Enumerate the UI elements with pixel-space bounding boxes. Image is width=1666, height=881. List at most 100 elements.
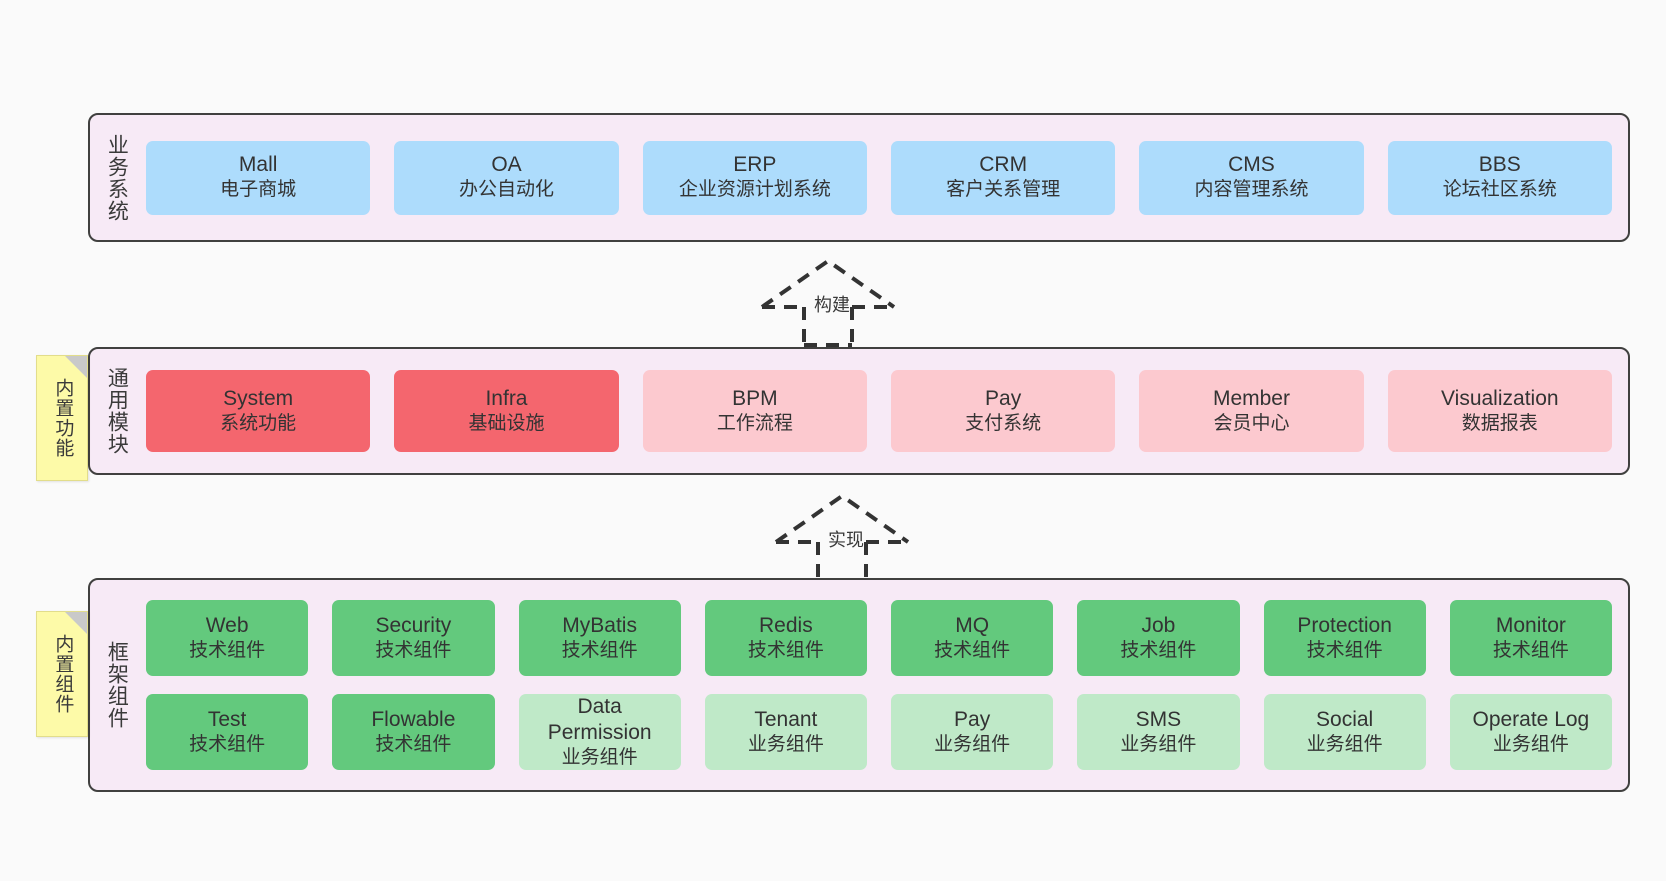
layer-framework-component[interactable]: 框架组件 Web 技术组件 Security 技术组件 MyBatis 技术组件… <box>88 578 1630 792</box>
module-box-infra-desc: 基础设施 <box>468 412 545 434</box>
module-box-member[interactable]: Member 会员中心 <box>1139 370 1364 452</box>
business-box-crm-desc: 客户关系管理 <box>946 179 1061 201</box>
module-box-pay-name: Pay <box>985 386 1022 410</box>
module-box-system-desc: 系统功能 <box>220 412 297 434</box>
layer-common-module-label: 通用模块 <box>105 367 129 455</box>
component-box-flowable-desc: 技术组件 <box>375 733 452 755</box>
business-box-erp[interactable]: ERP 企业资源计划系统 <box>642 140 867 215</box>
component-box-social[interactable]: Social 业务组件 <box>1263 694 1426 770</box>
component-box-mq-desc: 技术组件 <box>934 639 1011 661</box>
component-box-protection-desc: 技术组件 <box>1306 639 1383 661</box>
module-box-bpm-desc: 工作流程 <box>716 412 793 434</box>
layer-common-module-body: System 系统功能 Infra 基础设施 BPM 工作流程 Pay 支付系统… <box>142 349 1628 473</box>
component-box-test[interactable]: Test 技术组件 <box>146 694 309 770</box>
business-box-cms[interactable]: CMS 内容管理系统 <box>1139 140 1364 215</box>
component-box-redis-desc: 技术组件 <box>747 639 824 661</box>
business-box-mall-desc: 电子商城 <box>220 179 297 201</box>
note-fold-icon <box>65 612 87 634</box>
component-box-monitor-name: Monitor <box>1495 613 1566 637</box>
module-box-system-name: System <box>223 386 294 410</box>
component-box-test-name: Test <box>207 707 247 731</box>
business-box-cms-desc: 内容管理系统 <box>1194 179 1309 201</box>
component-box-flowable[interactable]: Flowable 技术组件 <box>332 694 495 770</box>
business-box-erp-name: ERP <box>733 153 777 177</box>
component-box-security-name: Security <box>375 613 452 637</box>
component-box-monitor[interactable]: Monitor 技术组件 <box>1449 600 1612 676</box>
component-box-operate-log-desc: 业务组件 <box>1492 733 1569 755</box>
business-box-oa-name: OA <box>491 153 522 177</box>
module-box-pay-desc: 支付系统 <box>965 412 1042 434</box>
component-box-redis[interactable]: Redis 技术组件 <box>704 600 867 676</box>
component-box-job[interactable]: Job 技术组件 <box>1077 600 1240 676</box>
module-box-bpm-name: BPM <box>732 386 778 410</box>
business-box-oa[interactable]: OA 办公自动化 <box>394 140 619 215</box>
module-box-system[interactable]: System 系统功能 <box>146 370 371 452</box>
module-box-visualization[interactable]: Visualization 数据报表 <box>1387 370 1612 452</box>
business-box-crm[interactable]: CRM 客户关系管理 <box>890 140 1116 215</box>
component-box-tenant[interactable]: Tenant 业务组件 <box>704 694 867 770</box>
component-box-protection-name: Protection <box>1297 613 1392 637</box>
business-box-mall-name: Mall <box>238 153 278 177</box>
component-box-pay[interactable]: Pay 业务组件 <box>891 694 1054 770</box>
component-box-mybatis-desc: 技术组件 <box>561 639 638 661</box>
layer-common-module[interactable]: 通用模块 System 系统功能 Infra 基础设施 BPM 工作流程 Pay… <box>88 347 1630 475</box>
component-box-job-desc: 技术组件 <box>1120 639 1197 661</box>
relation-implement: 实现 <box>770 490 940 582</box>
component-box-social-name: Social <box>1316 707 1374 731</box>
component-box-tenant-name: Tenant <box>754 707 818 731</box>
business-box-oa-desc: 办公自动化 <box>458 179 554 201</box>
component-box-monitor-desc: 技术组件 <box>1492 639 1569 661</box>
component-box-security[interactable]: Security 技术组件 <box>332 600 495 676</box>
layer-framework-component-body: Web 技术组件 Security 技术组件 MyBatis 技术组件 Redi… <box>142 580 1628 790</box>
component-box-operate-log-name: Operate Log <box>1472 707 1590 731</box>
note-builtin-component-label: 内置组件 <box>52 634 74 714</box>
business-box-bbs-name: BBS <box>1478 153 1521 177</box>
component-box-protection[interactable]: Protection 技术组件 <box>1263 600 1426 676</box>
implement-arrowhead-icon <box>774 493 910 544</box>
module-box-member-desc: 会员中心 <box>1213 412 1290 434</box>
component-box-redis-name: Redis <box>759 613 813 637</box>
business-box-cms-name: CMS <box>1228 153 1275 177</box>
module-box-bpm[interactable]: BPM 工作流程 <box>642 370 867 452</box>
business-box-crm-name: CRM <box>979 153 1028 177</box>
framework-component-row-tech: Web 技术组件 Security 技术组件 MyBatis 技术组件 Redi… <box>146 600 1612 676</box>
component-box-test-desc: 技术组件 <box>189 733 266 755</box>
business-box-mall[interactable]: Mall 电子商城 <box>146 140 371 215</box>
module-box-infra[interactable]: Infra 基础设施 <box>394 370 619 452</box>
business-box-bbs-desc: 论坛社区系统 <box>1442 179 1557 201</box>
component-box-web[interactable]: Web 技术组件 <box>146 600 309 676</box>
module-box-member-name: Member <box>1212 386 1290 410</box>
component-box-flowable-name: Flowable <box>371 707 456 731</box>
relation-build-label: 构建 <box>814 295 850 315</box>
component-box-security-desc: 技术组件 <box>375 639 452 661</box>
component-box-data-permission-name: Data Permission <box>547 694 652 744</box>
layer-framework-component-label: 框架组件 <box>105 641 129 729</box>
note-builtin-function-label: 内置功能 <box>52 378 74 458</box>
business-box-bbs[interactable]: BBS 论坛社区系统 <box>1387 140 1612 215</box>
module-box-infra-name: Infra <box>485 386 528 410</box>
component-box-sms[interactable]: SMS 业务组件 <box>1077 694 1240 770</box>
module-box-visualization-name: Visualization <box>1441 386 1559 410</box>
framework-component-row-business: Test 技术组件 Flowable 技术组件 Data Permission … <box>146 694 1612 770</box>
component-box-sms-name: SMS <box>1135 707 1182 731</box>
component-box-job-name: Job <box>1141 613 1176 637</box>
component-box-social-desc: 业务组件 <box>1306 733 1383 755</box>
business-box-erp-desc: 企业资源计划系统 <box>678 179 831 201</box>
component-box-data-permission-desc: 业务组件 <box>561 747 638 769</box>
relation-build: 构建 <box>756 255 926 347</box>
module-box-pay[interactable]: Pay 支付系统 <box>890 370 1116 452</box>
component-box-pay-desc: 业务组件 <box>934 733 1011 755</box>
component-box-pay-name: Pay <box>954 707 991 731</box>
component-box-data-permission[interactable]: Data Permission 业务组件 <box>518 694 681 770</box>
component-box-mybatis[interactable]: MyBatis 技术组件 <box>518 600 681 676</box>
module-box-visualization-desc: 数据报表 <box>1461 412 1538 434</box>
component-box-mq[interactable]: MQ 技术组件 <box>891 600 1054 676</box>
component-box-operate-log[interactable]: Operate Log 业务组件 <box>1449 694 1612 770</box>
component-box-web-name: Web <box>205 613 249 637</box>
layer-business-system-body: Mall 电子商城 OA 办公自动化 ERP 企业资源计划系统 CRM 客户关系… <box>142 115 1628 240</box>
note-builtin-function[interactable]: 内置功能 <box>36 355 88 481</box>
note-builtin-component[interactable]: 内置组件 <box>36 611 88 737</box>
layer-business-system[interactable]: 业务系统 Mall 电子商城 OA 办公自动化 ERP 企业资源计划系统 CRM… <box>88 113 1630 242</box>
component-box-web-desc: 技术组件 <box>189 639 266 661</box>
